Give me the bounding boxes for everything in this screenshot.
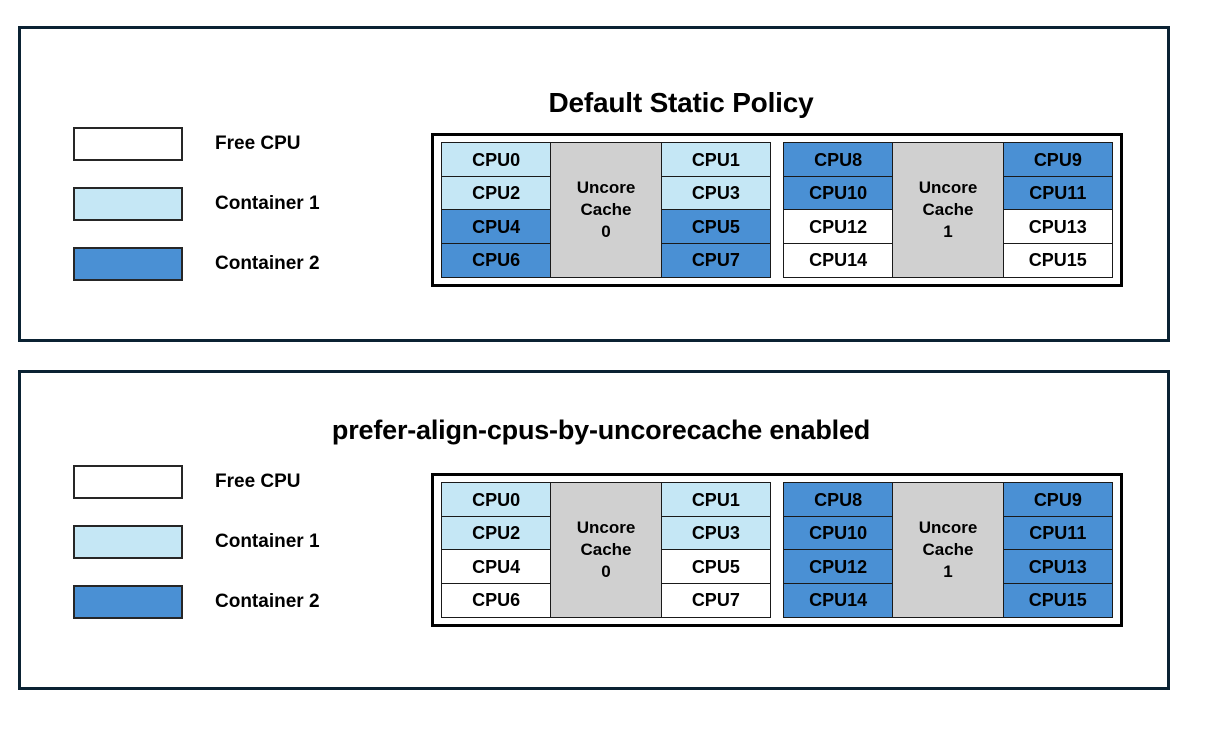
- cpu-cell: CPU12: [783, 549, 894, 585]
- uncore-label-line-2: Cache: [580, 200, 632, 220]
- panel-default-static-policy: Default Static Policy Free CPU Container…: [18, 26, 1170, 342]
- uncore-label-line-1: Uncore: [918, 178, 978, 198]
- uncore-label-line-2: Cache: [922, 200, 974, 220]
- cpu-cell: CPU9: [1002, 482, 1113, 518]
- cpu-column-left: CPU0 CPU2 CPU4 CPU6: [441, 482, 552, 618]
- cpu-column-right: CPU9 CPU11 CPU13 CPU15: [1002, 142, 1113, 278]
- cpu-cell: CPU3: [660, 515, 771, 551]
- legend-swatch-container-2: [73, 585, 183, 619]
- cpu-column-left: CPU8 CPU10 CPU12 CPU14: [783, 142, 894, 278]
- legend-swatch-free-cpu: [73, 465, 183, 499]
- cpu-cell: CPU3: [660, 175, 771, 211]
- cpu-cell: CPU7: [660, 582, 771, 618]
- uncore-label-line-2: Cache: [580, 540, 632, 560]
- panel-prefer-align-enabled: prefer-align-cpus-by-uncorecache enabled…: [18, 370, 1170, 690]
- uncore-label-line-1: Uncore: [918, 518, 978, 538]
- uncore-label-line-1: Uncore: [576, 178, 636, 198]
- uncore-label-line-2: Cache: [922, 540, 974, 560]
- legend-item: Container 2: [73, 247, 320, 281]
- cpu-cell: CPU15: [1002, 582, 1113, 618]
- uncore-label-line-3: 1: [943, 561, 953, 581]
- cpu-column-right: CPU1 CPU3 CPU5 CPU7: [660, 482, 771, 618]
- page-title: Default Static Policy: [548, 87, 814, 118]
- legend-swatch-free-cpu: [73, 127, 183, 161]
- cpu-topology-diagram: CPU0 CPU2 CPU4 CPU6 Uncore Cache 0 CPU1 …: [431, 473, 1123, 627]
- cpu-cell: CPU11: [1002, 175, 1113, 211]
- cpu-cell: CPU11: [1002, 515, 1113, 551]
- cpu-cell: CPU8: [783, 142, 894, 178]
- cpu-cell: CPU0: [441, 482, 552, 518]
- cpu-cell: CPU7: [660, 242, 771, 278]
- uncore-label-line-1: Uncore: [576, 518, 636, 538]
- cpu-cell: CPU2: [441, 175, 552, 211]
- cpu-cell: CPU2: [441, 515, 552, 551]
- cpu-cell: CPU13: [1002, 209, 1113, 245]
- legend-item: Container 1: [73, 525, 320, 559]
- cpu-cell: CPU13: [1002, 549, 1113, 585]
- legend-label: Container 1: [215, 193, 320, 214]
- cpu-column-right: CPU9 CPU11 CPU13 CPU15: [1002, 482, 1113, 618]
- cpu-cell: CPU14: [783, 582, 894, 618]
- uncore-label-line-3: 0: [601, 561, 611, 581]
- cpu-cell: CPU10: [783, 175, 894, 211]
- cpu-cell: CPU5: [660, 549, 771, 585]
- legend-swatch-container-1: [73, 525, 183, 559]
- legend-item: Container 2: [73, 585, 320, 619]
- cpu-column-left: CPU8 CPU10 CPU12 CPU14: [783, 482, 894, 618]
- uncore-label-line-3: 0: [601, 221, 611, 241]
- legend: Free CPU Container 1 Container 2: [73, 465, 320, 645]
- cpu-cell: CPU8: [783, 482, 894, 518]
- cpu-column-left: CPU0 CPU2 CPU4 CPU6: [441, 142, 552, 278]
- cpu-cell: CPU15: [1002, 242, 1113, 278]
- socket-uncore-cache-1: CPU8 CPU10 CPU12 CPU14 Uncore Cache 1 CP…: [783, 142, 1113, 278]
- uncore-cache-block: Uncore Cache 0: [549, 142, 663, 278]
- uncore-cache-block: Uncore Cache 1: [891, 482, 1005, 618]
- legend-label: Container 1: [215, 531, 320, 552]
- page-title: prefer-align-cpus-by-uncorecache enabled: [331, 415, 871, 445]
- cpu-column-right: CPU1 CPU3 CPU5 CPU7: [660, 142, 771, 278]
- legend: Free CPU Container 1 Container 2: [73, 127, 320, 307]
- cpu-cell: CPU12: [783, 209, 894, 245]
- legend-label: Container 2: [215, 253, 320, 274]
- legend-swatch-container-1: [73, 187, 183, 221]
- uncore-cache-block: Uncore Cache 1: [891, 142, 1005, 278]
- uncore-label-line-3: 1: [943, 221, 953, 241]
- cpu-topology-diagram: CPU0 CPU2 CPU4 CPU6 Uncore Cache 0 CPU1 …: [431, 133, 1123, 287]
- legend-label: Free CPU: [215, 471, 301, 492]
- cpu-cell: CPU9: [1002, 142, 1113, 178]
- uncore-cache-block: Uncore Cache 0: [549, 482, 663, 618]
- cpu-cell: CPU0: [441, 142, 552, 178]
- legend-label: Free CPU: [215, 133, 301, 154]
- legend-swatch-container-2: [73, 247, 183, 281]
- socket-uncore-cache-0: CPU0 CPU2 CPU4 CPU6 Uncore Cache 0 CPU1 …: [441, 482, 771, 618]
- cpu-cell: CPU6: [441, 242, 552, 278]
- cpu-cell: CPU1: [660, 142, 771, 178]
- legend-label: Container 2: [215, 591, 320, 612]
- cpu-cell: CPU1: [660, 482, 771, 518]
- socket-uncore-cache-0: CPU0 CPU2 CPU4 CPU6 Uncore Cache 0 CPU1 …: [441, 142, 771, 278]
- legend-item: Container 1: [73, 187, 320, 221]
- cpu-cell: CPU10: [783, 515, 894, 551]
- legend-item: Free CPU: [73, 465, 320, 499]
- cpu-cell: CPU4: [441, 209, 552, 245]
- cpu-cell: CPU5: [660, 209, 771, 245]
- cpu-cell: CPU6: [441, 582, 552, 618]
- cpu-cell: CPU14: [783, 242, 894, 278]
- cpu-cell: CPU4: [441, 549, 552, 585]
- socket-uncore-cache-1: CPU8 CPU10 CPU12 CPU14 Uncore Cache 1 CP…: [783, 482, 1113, 618]
- legend-item: Free CPU: [73, 127, 320, 161]
